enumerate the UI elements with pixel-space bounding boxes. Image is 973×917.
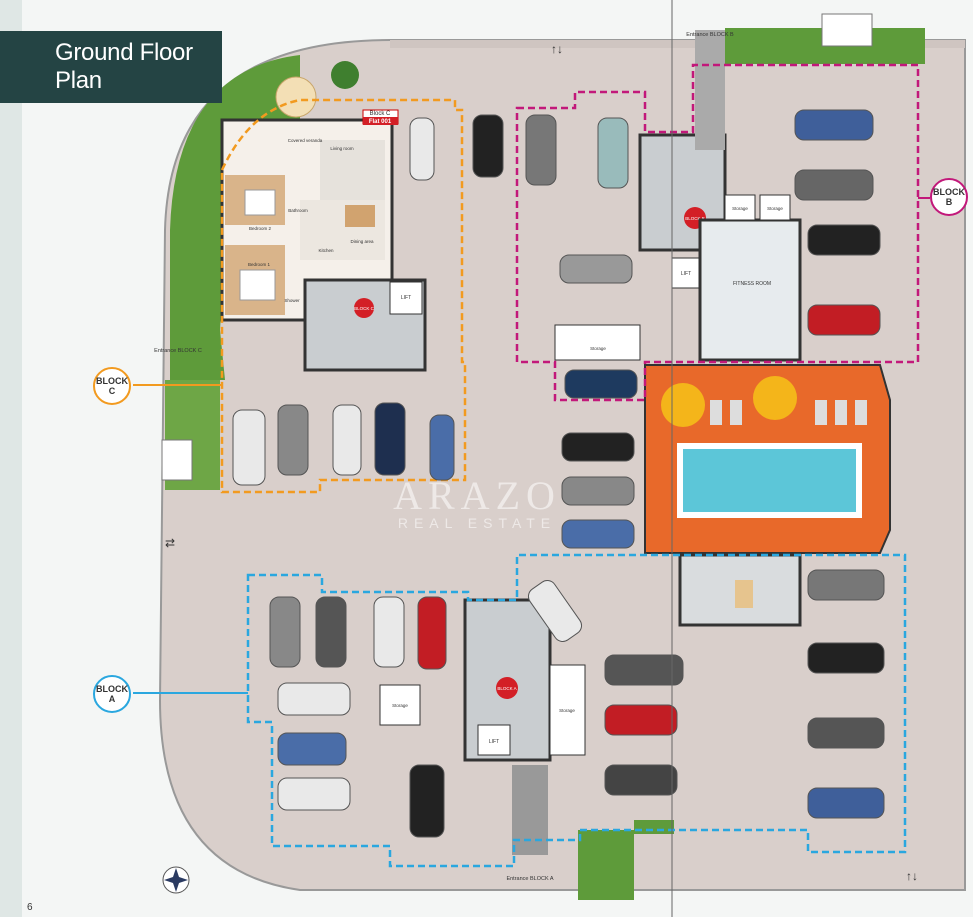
traffic-arrows-left: ⇄: [165, 536, 175, 550]
sunbed-3: [815, 400, 827, 425]
living-room-floor: [320, 140, 385, 200]
garden-top-planter: [821, 13, 873, 47]
block-c-badge-label: BLOCK C: [96, 376, 128, 396]
storage-b2: [759, 194, 791, 221]
bed-1: [239, 269, 276, 301]
block-c-outline: [220, 98, 467, 494]
room-bedroom1-label: Bedroom 1: [248, 262, 271, 267]
swimming-pool: [683, 449, 856, 512]
garden-planter: [161, 439, 193, 481]
palm-tree: [331, 61, 359, 89]
entrance-b-label: Entrance BLOCK B: [686, 32, 734, 38]
block-c-stair-label: BLOCK C: [354, 306, 375, 311]
fitness-room-label: FITNESS ROOM: [733, 281, 771, 287]
pool-umbrella-1: [661, 383, 705, 427]
garden-bottom-strip: [634, 820, 674, 834]
room-covered-label: Covered veranda: [288, 138, 323, 143]
storage-row-b-label: Storage: [590, 346, 606, 351]
block-a-badge-label: BLOCK A: [96, 684, 128, 704]
block-b-badge: BLOCK B: [930, 178, 968, 216]
sunbed-5: [855, 400, 867, 425]
block-c-lift: [389, 281, 423, 315]
block-a-outline: [246, 553, 907, 868]
block-c-stair-badge: [354, 298, 374, 318]
page-number: 6: [27, 902, 33, 913]
room-living-label: Living room: [330, 146, 354, 151]
block-a-lift: [477, 724, 511, 756]
storage-a-column-label: Storage: [559, 708, 575, 713]
bed-2: [244, 189, 276, 216]
sunbed-1: [710, 400, 722, 425]
storage-b2-label: Storage: [767, 206, 783, 211]
flat-block-label: Block C: [370, 111, 391, 117]
storage-a1-label: Storage: [392, 703, 408, 708]
sunbed-2: [730, 400, 742, 425]
storage-a-column: [549, 664, 586, 756]
storage-b1-label: Storage: [732, 206, 748, 211]
room-shower-label: Shower: [284, 298, 300, 303]
sunbed-4: [835, 400, 847, 425]
entrance-c-label: Entrance BLOCK C: [154, 348, 202, 354]
entrance-a-label: Entrance BLOCK A: [506, 876, 553, 882]
flat-number-box: [363, 117, 398, 125]
block-b-lift: [671, 257, 701, 289]
block-c-lift-label: LIFT: [401, 295, 411, 301]
room-bathroom-label: Bathroom: [288, 208, 308, 213]
block-b-badge-label: BLOCK B: [933, 187, 965, 207]
block-a-entrance-ramp: [512, 765, 548, 855]
block-b-lift-label: LIFT: [681, 271, 691, 277]
garden-bottom: [578, 830, 634, 900]
block-b-stair-label: BLOCK B: [685, 216, 705, 221]
dining-table: [345, 205, 375, 227]
flat-number-label: Flat 001: [369, 119, 392, 125]
page-title: Ground Floor Plan: [0, 31, 222, 103]
block-a-stair-badge: [496, 677, 518, 699]
block-a-stair-label: BLOCK A: [497, 686, 516, 691]
pool-umbrella-2: [753, 376, 797, 420]
block-c-badge: BLOCK C: [93, 367, 131, 405]
terrace-parasol: [275, 76, 317, 118]
traffic-arrows-top: ↑↓: [551, 42, 563, 56]
block-b-entrance-ramp: [695, 30, 725, 150]
fitness-room: [698, 218, 802, 362]
room-kitchen-label: Kitchen: [318, 248, 334, 253]
parked-cars: [232, 109, 885, 838]
block-b-outline: [515, 63, 920, 402]
storage-row-b: [554, 324, 641, 361]
room-dining-label: Dining area: [350, 239, 374, 244]
block-a-lift-label: LIFT: [489, 739, 499, 745]
left-margin-strip: [0, 0, 22, 917]
room-bedroom2-label: Bedroom 2: [249, 226, 272, 231]
traffic-arrows-bottom: ↑↓: [906, 869, 918, 883]
storage-a1: [379, 684, 421, 726]
block-a-badge: BLOCK A: [93, 675, 131, 713]
storage-b1: [724, 194, 756, 221]
top-edge: [390, 40, 965, 48]
changing-bench: [735, 580, 753, 608]
compass-icon: [162, 866, 190, 894]
